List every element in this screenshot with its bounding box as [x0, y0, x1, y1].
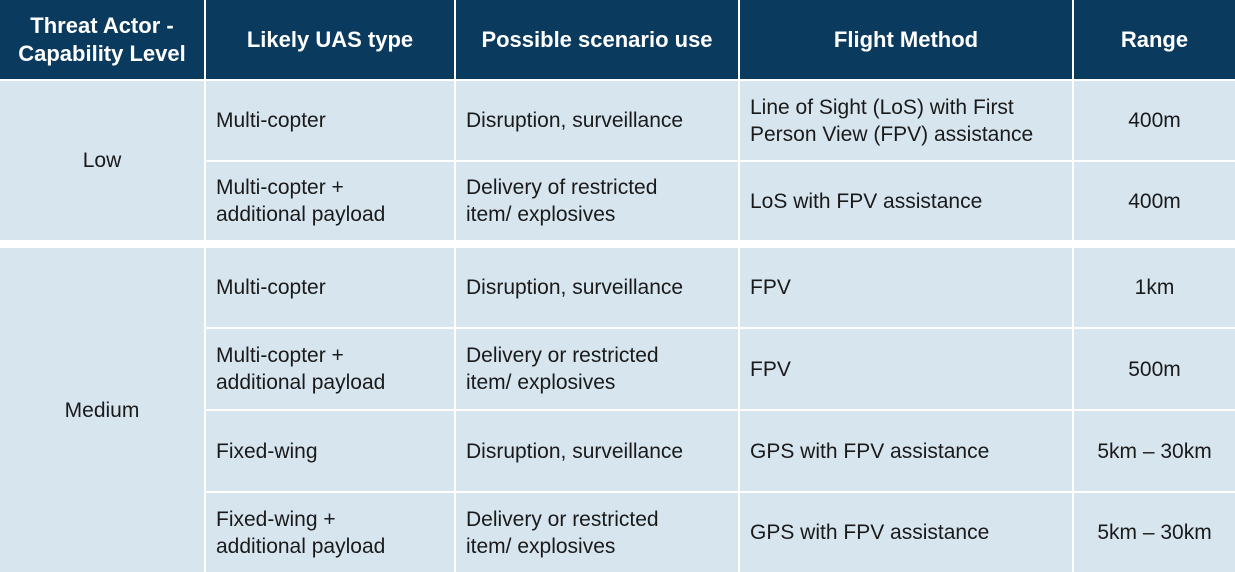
cell-flight-method: FPV [750, 357, 791, 381]
header-range: Range [1120, 26, 1189, 52]
cell-scenario: Disruption, surveillance [466, 109, 684, 132]
header-divider [738, 0, 740, 79]
capability-level-medium: Medium [64, 398, 140, 422]
cell-uas-type: Multi-copter + additional payload [216, 176, 386, 226]
cell-uas-type: Fixed-wing + additional payload [216, 507, 386, 558]
header-capability-level: Threat Actor - Capability Level [18, 12, 186, 66]
cell-scenario: Delivery or restricted item/ explosives [466, 344, 659, 394]
row-divider [206, 160, 1235, 162]
cell-uas-type: Multi-copter + additional payload [216, 344, 386, 394]
cell-flight-method: Line of Sight (LoS) with First Person Vi… [750, 95, 1034, 146]
cell-flight-method: GPS with FPV assistance [750, 521, 990, 544]
header-divider [204, 0, 206, 79]
header-divider [454, 0, 456, 79]
cell-range: 5km – 30km [1097, 521, 1212, 544]
cell-scenario: Delivery or restricted item/ explosives [466, 507, 659, 558]
cell-range: 400m [1128, 109, 1181, 132]
row-divider [206, 491, 1235, 493]
cell-uas-type: Multi-copter [216, 276, 326, 299]
cell-uas-type: Multi-copter [216, 109, 326, 132]
group-medium: Medium Multi-copter Disruption, surveill… [0, 248, 1235, 572]
cell-range: 5km – 30km [1097, 439, 1212, 463]
cell-range: 400m [1128, 189, 1181, 213]
group-low: Low Multi-copter Disruption, surveillanc… [0, 81, 1235, 240]
table-header: Threat Actor - Capability Level Likely U… [0, 0, 1235, 79]
column-divider [204, 81, 206, 240]
header-divider [1072, 0, 1074, 79]
cell-scenario: Disruption, surveillance [466, 439, 684, 463]
cell-uas-type: Fixed-wing [216, 439, 318, 463]
cell-flight-method: GPS with FPV assistance [750, 439, 990, 463]
capability-level-low: Low [82, 149, 122, 172]
column-divider [204, 248, 206, 572]
cell-scenario: Delivery of restricted item/ explosives [466, 176, 658, 226]
row-divider [206, 409, 1235, 411]
header-scenario-use: Possible scenario use [481, 26, 713, 52]
cell-scenario: Disruption, surveillance [466, 276, 684, 299]
row-divider [206, 327, 1235, 329]
cell-range: 1km [1134, 276, 1175, 299]
cell-flight-method: FPV [750, 276, 791, 299]
header-flight-method: Flight Method [833, 26, 979, 52]
cell-flight-method: LoS with FPV assistance [750, 189, 983, 213]
cell-range: 500m [1128, 357, 1181, 381]
header-uas-type: Likely UAS type [246, 26, 414, 52]
